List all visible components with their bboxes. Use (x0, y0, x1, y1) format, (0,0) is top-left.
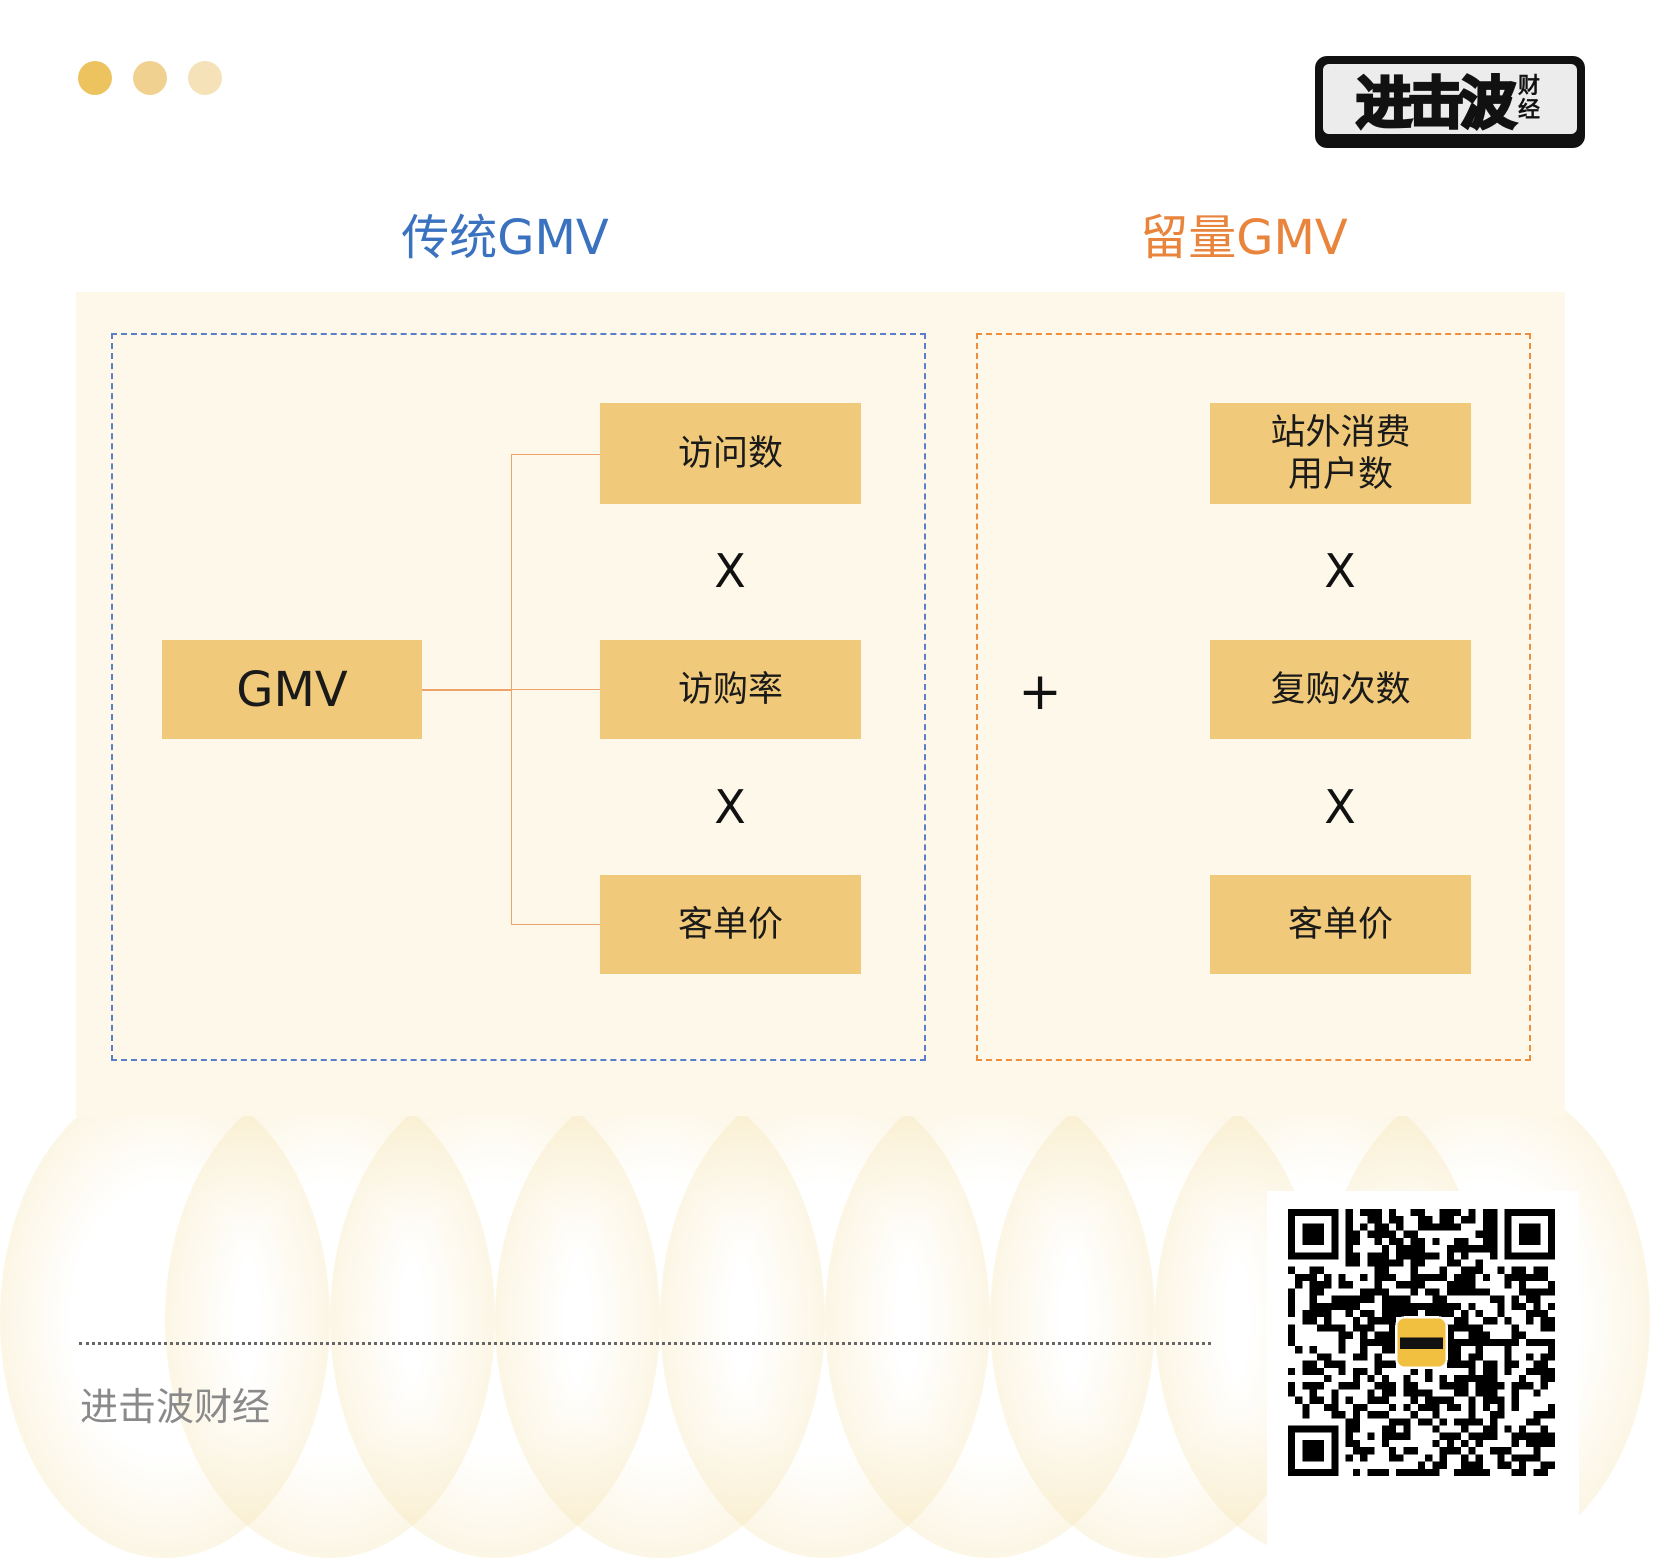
bg-decoration (330, 1080, 660, 1558)
title-retention-gmv: 留量GMV (1140, 210, 1348, 266)
connector (511, 924, 600, 925)
offsite-users-node: 站外消费 用户数 (1210, 403, 1471, 504)
divider (79, 1342, 1211, 1345)
multiply-sign: X (714, 544, 746, 598)
plus-sign: + (1018, 662, 1062, 722)
bg-decoration (825, 1080, 1155, 1558)
aov-node: 客单价 (1210, 875, 1471, 974)
connector (511, 454, 600, 455)
retention-gmv-group (976, 333, 1531, 1061)
bg-decoration (165, 1080, 495, 1558)
multiply-sign: X (1324, 544, 1356, 598)
qr-code (1267, 1191, 1579, 1558)
brand-logo: 进击波财经 (1315, 56, 1585, 148)
decor-dot-3 (188, 61, 222, 95)
decor-dot-1 (78, 61, 112, 95)
decor-dot-2 (133, 61, 167, 95)
traditional-gmv-group (111, 333, 926, 1061)
conversion-node: 访购率 (600, 640, 861, 739)
connector (422, 689, 511, 691)
logo-main-text: 进击波 (1355, 70, 1518, 138)
connector (511, 689, 600, 690)
gmv-node: GMV (162, 640, 422, 739)
logo-sub-text: 财经 (1518, 74, 1541, 123)
multiply-sign: X (714, 780, 746, 834)
repurchase-node: 复购次数 (1210, 640, 1471, 739)
bg-decoration (0, 1080, 330, 1558)
aov-node: 客单价 (600, 875, 861, 974)
title-traditional-gmv: 传统GMV (401, 210, 609, 266)
multiply-sign: X (1324, 780, 1356, 834)
visits-node: 访问数 (600, 403, 861, 504)
bg-decoration (990, 1080, 1320, 1558)
bg-decoration (660, 1080, 990, 1558)
footer-brand: 进击波财经 (80, 1385, 271, 1429)
bg-decoration (495, 1080, 825, 1558)
